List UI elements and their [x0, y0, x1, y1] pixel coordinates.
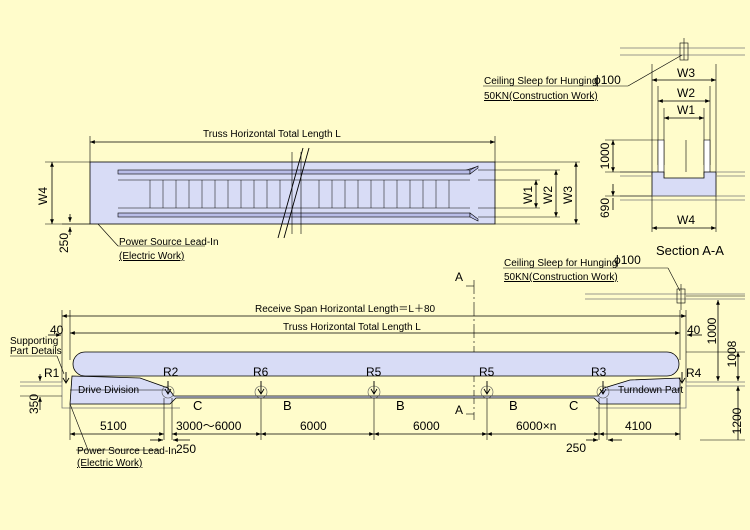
support-arrow — [370, 381, 378, 395]
dim-w1-section: W1 — [677, 103, 695, 117]
dim-6000n: 6000×n — [516, 419, 556, 433]
dim-w4-section: W4 — [677, 213, 695, 227]
ceiling-sleep-label-top: Ceiling Sleep for Hunging — [484, 76, 597, 87]
dim-350: 350 — [27, 394, 41, 414]
support-markers — [62, 372, 686, 399]
turndown-part-label: Turndown Part — [618, 385, 683, 396]
ceiling-sleep-label-mid: Ceiling Sleep for Hunging — [504, 258, 617, 269]
dim-6000-b: 6000 — [413, 419, 440, 433]
section-mark-bottom: A — [455, 403, 463, 417]
dim-w2-section: W2 — [677, 86, 695, 100]
truss-total-length-top: Truss Horizontal Total Length L — [203, 129, 341, 140]
support-arrow — [164, 381, 172, 395]
truss-section-body — [651, 171, 717, 197]
drive-division-label: Drive Division — [78, 385, 139, 396]
dim-w2-plan: W2 — [541, 186, 555, 204]
dim-1200-right: 1200 — [730, 407, 744, 434]
supporting-label: Supporting — [10, 336, 58, 347]
dim-250-bottom-1: 250 — [176, 442, 196, 456]
side-elevation: Ceiling Sleep for Hunging ϕ100 50KN(Cons… — [10, 253, 745, 469]
power-source-sub-top: (Electric Work) — [119, 251, 184, 262]
supporting-sub: Part Details — [10, 346, 62, 357]
support-arrow — [483, 381, 491, 395]
steps-plan — [149, 180, 450, 208]
dim-6000-a: 6000 — [300, 419, 327, 433]
dim-w3-section: W3 — [677, 66, 695, 80]
end-support-arrow — [678, 372, 686, 384]
dim-250-plan: 250 — [57, 233, 71, 253]
balustrade — [72, 351, 680, 377]
span-c-left: C — [193, 398, 202, 413]
ceiling-sleep-work-mid: 50KN(Construction Work) — [504, 272, 618, 283]
span-b-1: B — [283, 398, 292, 413]
power-source-label-top: Power Source Lead-In — [119, 237, 219, 248]
dim-690-section: 690 — [598, 198, 612, 218]
span-c-right: C — [569, 398, 578, 413]
dim-w3-plan: W3 — [561, 186, 575, 204]
truss-total-length-bottom: Truss Horizontal Total Length L — [283, 322, 421, 333]
support-r5-a: R5 — [366, 365, 382, 379]
dim-w4-plan: W4 — [36, 187, 50, 205]
ceiling-sleep-dia-mid: ϕ100 — [614, 253, 641, 267]
span-b-3: B — [509, 398, 518, 413]
dim-w1-plan: W1 — [521, 186, 535, 204]
dim-1008-right: 1008 — [725, 340, 739, 367]
end-support-arrow — [62, 372, 70, 384]
support-r6: R6 — [253, 365, 269, 379]
span-b-2: B — [396, 398, 405, 413]
dim-5100: 5100 — [100, 419, 127, 433]
receive-span-label: Receive Span Horizontal Length＝L＋80 — [255, 304, 436, 315]
ceiling-sleep-work-top: 50KN(Construction Work) — [484, 91, 598, 102]
support-r4: R4 — [686, 366, 702, 380]
support-arrow — [257, 381, 265, 395]
support-r1: R1 — [44, 366, 60, 380]
ceiling-sleep-dia-top: ϕ100 — [594, 73, 621, 87]
dim-250-bottom-2: 250 — [566, 441, 586, 455]
dim-4100: 4100 — [625, 419, 652, 433]
power-source-sub-bottom: (Electric Work) — [77, 458, 142, 469]
section-mark-top: A — [455, 270, 463, 284]
power-source-label-bottom: Power Source Lead-In — [77, 446, 177, 457]
section-a-a: Ceiling Sleep for Hunging ϕ100 50KN(Cons… — [483, 38, 745, 258]
dim-1000-section: 1000 — [598, 142, 612, 169]
support-r2: R2 — [163, 365, 179, 379]
support-r3: R3 — [591, 365, 607, 379]
dim-1000-right: 1000 — [705, 317, 719, 344]
support-r5-b: R5 — [479, 365, 495, 379]
dim-3000-6000: 3000～6000 — [176, 419, 242, 433]
plan-view: Truss Horizontal Total Length L W4 250 W… — [36, 129, 580, 262]
section-title: Section A-A — [656, 243, 724, 258]
support-arrow — [599, 381, 607, 395]
break-line — [291, 152, 302, 234]
